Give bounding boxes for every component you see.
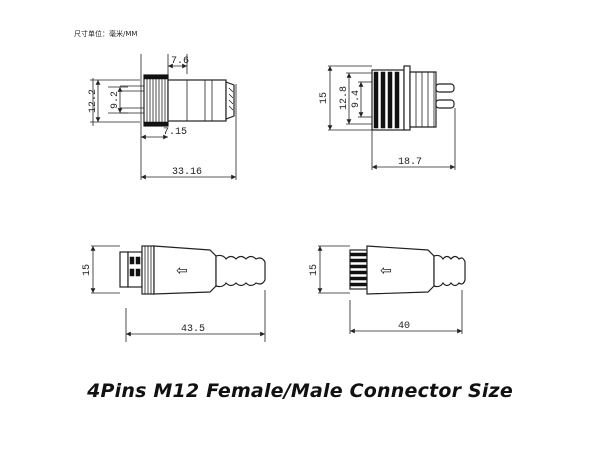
figure-caption: 4Pins M12 Female/Male Connector Size (87, 380, 513, 402)
male-connector-side-view: ⇦ 15 40 (309, 245, 466, 334)
arrow-left-icon: ⇦ (176, 263, 188, 279)
dim-female-front-bottom: 33.16 (172, 167, 202, 178)
dim-male-side-length: 40 (398, 321, 410, 332)
dim-male-front-outer: 15 (319, 92, 330, 104)
dim-female-front-outer: 12.2 (88, 89, 99, 113)
dim-male-front-inner: 9.4 (351, 90, 362, 108)
dim-male-side-height: 15 (309, 264, 320, 276)
dim-female-front-top: 7.6 (171, 56, 189, 67)
female-connector-side-view: ⇦ 15 43.5 (82, 245, 266, 342)
dim-male-front-bottom: 18.7 (398, 157, 422, 168)
dim-female-side-length: 43.5 (181, 324, 205, 335)
dim-female-front-mid: 7.15 (163, 127, 187, 138)
female-connector-front-view: 7.6 12.2 9.2 7.15 33.16 (88, 54, 237, 180)
male-connector-front-view: 15 12.8 9.4 18.7 (319, 65, 456, 170)
dim-male-front-mid: 12.8 (339, 86, 350, 110)
unit-note: 尺寸单位：毫米/MM (74, 29, 137, 38)
dim-female-front-inner: 9.2 (110, 91, 121, 109)
arrow-left-icon: ⇦ (380, 263, 392, 279)
dim-female-side-height: 15 (82, 264, 93, 276)
